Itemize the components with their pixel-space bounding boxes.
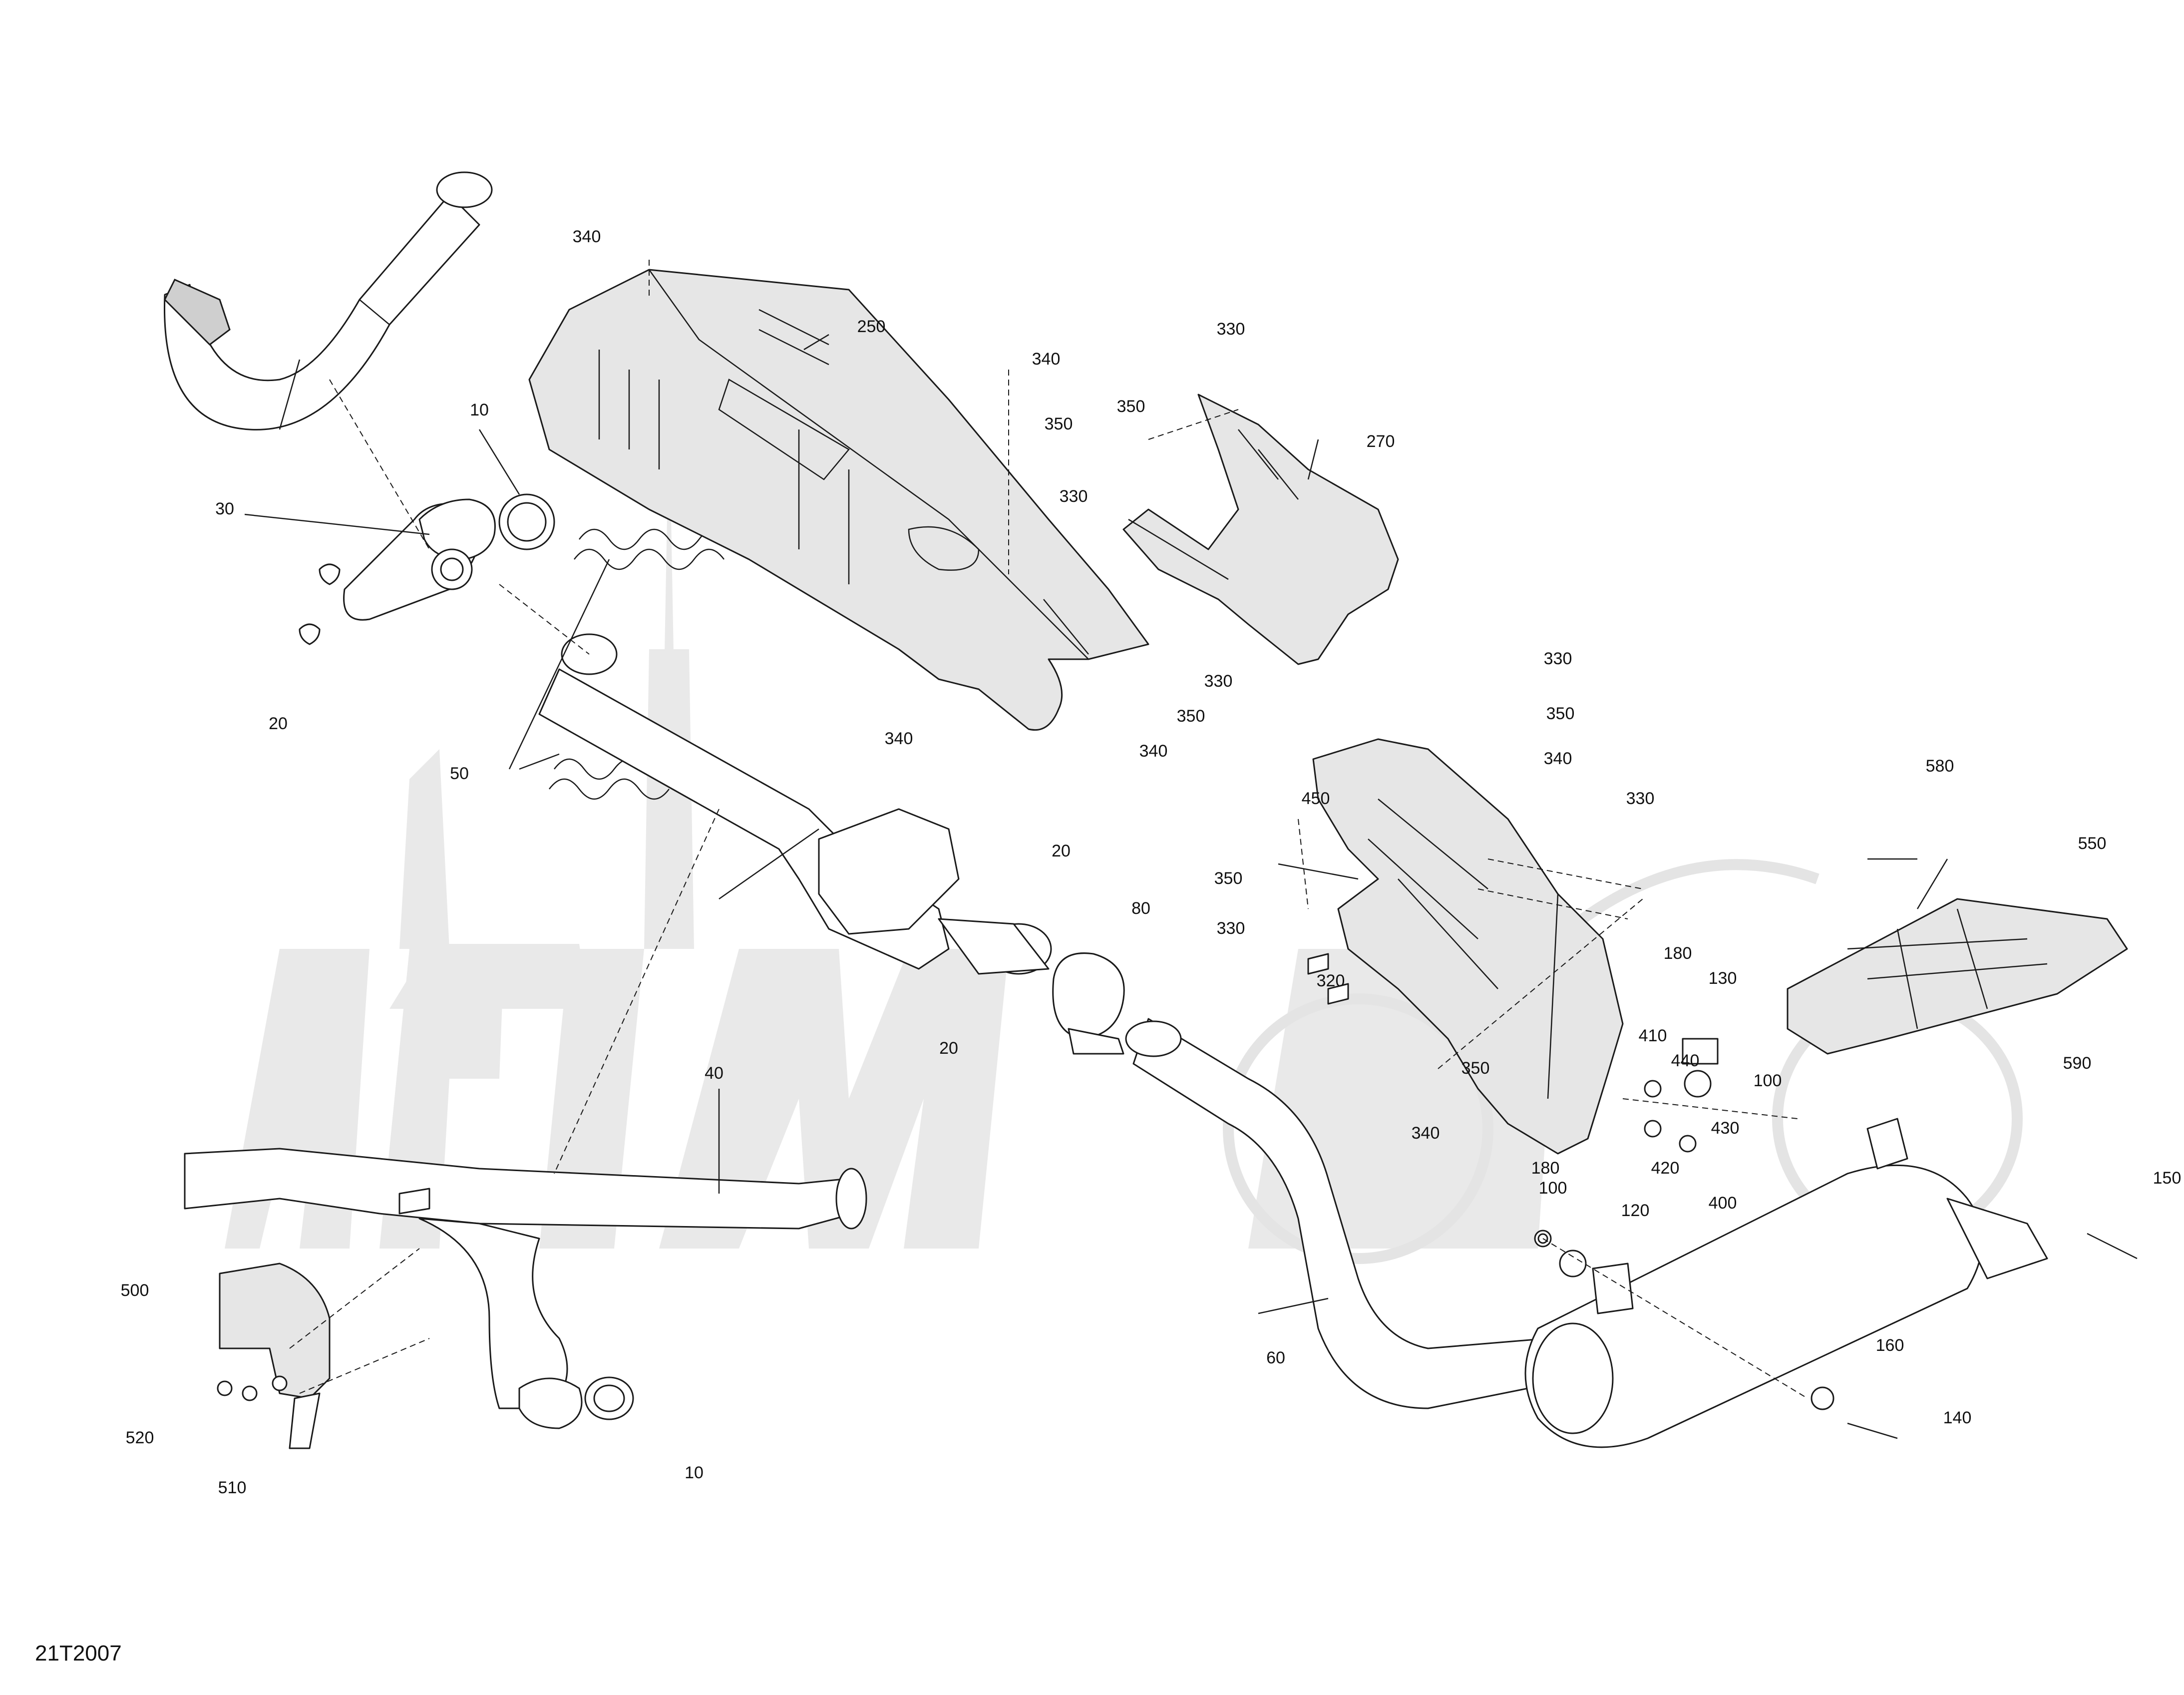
mid-pipe-40-lower — [184, 1148, 867, 1429]
hardware-misc — [1307, 953, 2138, 1439]
heat-shield-550 — [1787, 898, 2128, 1055]
callouts: 10 10 20 20 20 30 40 50 60 80 100 100 12… — [121, 227, 2182, 1497]
callout-50: 50 — [450, 764, 469, 783]
callout-120: 120 — [1621, 1201, 1650, 1220]
callout-130: 130 — [1709, 969, 1737, 988]
pipe-60 — [1125, 1018, 1579, 1409]
heat-shield-500 — [217, 1263, 331, 1449]
callout-250: 250 — [857, 317, 886, 336]
heat-shield-250 — [528, 269, 1149, 731]
callout-590: 590 — [2063, 1054, 2092, 1073]
drawing-code: 21T2007 — [35, 1641, 122, 1666]
heat-shield-320 — [1312, 738, 1624, 1155]
callout-500: 500 — [121, 1281, 149, 1300]
gasket-10-bottom — [584, 1376, 634, 1420]
muffler — [1524, 1118, 2048, 1448]
callout-430: 430 — [1711, 1119, 1740, 1138]
header-pipe-30 — [163, 171, 493, 430]
callout-340-e: 340 — [1544, 749, 1572, 768]
callout-320: 320 — [1317, 971, 1345, 990]
callout-30: 30 — [215, 499, 234, 518]
callout-450: 450 — [1302, 789, 1330, 808]
callout-150: 150 — [2153, 1169, 2182, 1188]
callout-420: 420 — [1651, 1159, 1680, 1178]
callout-400: 400 — [1709, 1194, 1737, 1213]
callout-330-c: 330 — [1204, 672, 1233, 691]
callout-10-top: 10 — [470, 401, 489, 420]
callout-340-b: 340 — [1032, 350, 1061, 369]
clamp-80 — [1052, 952, 1125, 1055]
callout-330-b: 330 — [1060, 487, 1088, 506]
callout-330-a: 330 — [1217, 320, 1245, 339]
callout-350-c: 350 — [1177, 707, 1205, 726]
callout-20-left: 20 — [269, 714, 288, 733]
callout-340-f: 340 — [1412, 1124, 1440, 1143]
mid-pipe-upper — [538, 633, 1052, 975]
callout-350-a: 350 — [1045, 415, 1073, 433]
heat-shield-270 — [1122, 394, 1399, 665]
callout-580: 580 — [1926, 757, 1954, 776]
callout-10-bottom: 10 — [685, 1463, 704, 1482]
callout-330-f: 330 — [1626, 789, 1655, 808]
leader-lines — [244, 334, 1948, 1314]
callout-100-left: 100 — [1539, 1179, 1567, 1198]
callout-410: 410 — [1639, 1026, 1667, 1045]
flange-assembly-30 — [299, 498, 496, 645]
callout-60: 60 — [1266, 1348, 1285, 1367]
callout-20-upper: 20 — [1052, 842, 1071, 860]
callout-140: 140 — [1943, 1408, 1972, 1427]
callout-270: 270 — [1367, 432, 1395, 451]
callout-80: 80 — [1131, 899, 1150, 918]
callout-40: 40 — [705, 1064, 724, 1083]
callout-330-d: 330 — [1544, 649, 1572, 668]
callout-520: 520 — [126, 1428, 154, 1447]
callout-160: 160 — [1876, 1336, 1904, 1355]
callout-350-f: 350 — [1461, 1059, 1490, 1078]
callout-350-e: 350 — [1214, 869, 1243, 888]
callout-100-right: 100 — [1754, 1071, 1782, 1090]
callout-340-d: 340 — [1139, 742, 1168, 761]
callout-180-upper: 180 — [1664, 944, 1692, 963]
callout-180-lower: 180 — [1531, 1159, 1560, 1178]
callout-330-e: 330 — [1217, 919, 1245, 938]
callout-350-b: 350 — [1117, 397, 1145, 416]
gasket-10-top — [498, 493, 555, 550]
callout-20-lower: 20 — [939, 1039, 958, 1058]
callout-350-d: 350 — [1546, 704, 1575, 723]
callout-340-a: 340 — [573, 227, 601, 246]
callout-510: 510 — [218, 1478, 247, 1497]
callout-550: 550 — [2078, 834, 2107, 853]
assembly-dashed-lines — [289, 260, 1808, 1399]
callout-340-c: 340 — [885, 729, 913, 748]
callout-440: 440 — [1671, 1051, 1700, 1070]
